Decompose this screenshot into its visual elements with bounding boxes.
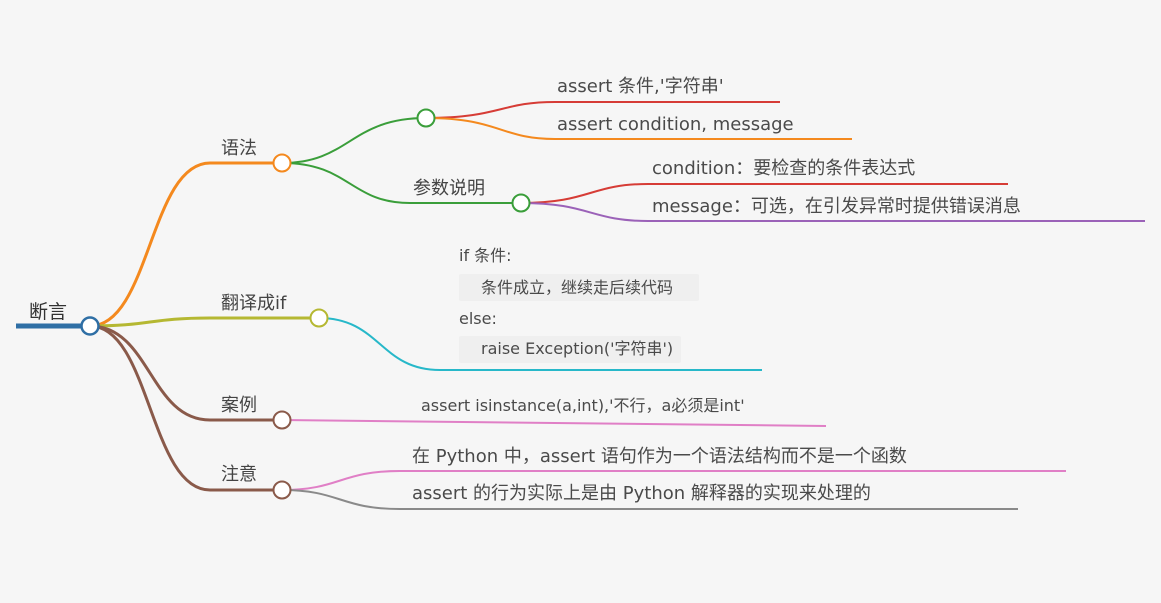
- param-leaf-message[interactable]: message：可选，在引发异常时提供错误消息: [652, 196, 1021, 217]
- link-example: [89, 324, 282, 422]
- link-syntax: [89, 161, 282, 328]
- link-form-a: [425, 101, 780, 119]
- link-note-a: [281, 470, 1066, 491]
- params-label[interactable]: 参数说明: [413, 178, 485, 199]
- root-label[interactable]: 断言: [29, 301, 68, 323]
- link-translate: [89, 316, 319, 328]
- syntax-node[interactable]: [272, 153, 292, 173]
- link-param-a: [520, 183, 1008, 204]
- syntax-label[interactable]: 语法: [221, 138, 257, 159]
- link-param-b: [520, 202, 1145, 222]
- translate-node[interactable]: [309, 308, 329, 328]
- link-syntax-forms: [281, 117, 427, 164]
- code-indent-bg-2: [459, 336, 681, 363]
- params-node[interactable]: [511, 193, 531, 213]
- note-leaf-interpreter[interactable]: assert 的行为实际上是由 Python 解释器的实现来处理的: [412, 483, 871, 504]
- code-line-body: 条件成立，继续走后续代码: [481, 278, 674, 297]
- code-line-if: if 条件:: [459, 246, 512, 265]
- notes-node[interactable]: [272, 480, 292, 500]
- link-translate-code: [318, 317, 762, 371]
- link-notes: [89, 324, 282, 492]
- param-leaf-condition[interactable]: condition：要检查的条件表达式: [652, 158, 916, 179]
- example-label[interactable]: 案例: [221, 395, 257, 416]
- code-line-raise: raise Exception('字符串'): [481, 339, 674, 358]
- note-leaf-syntax[interactable]: 在 Python 中，assert 语句作为一个语法结构而不是一个函数: [412, 446, 907, 467]
- root-node[interactable]: [80, 316, 100, 336]
- form-leaf-english[interactable]: assert condition, message: [557, 114, 794, 135]
- form-leaf-chinese[interactable]: assert 条件,'字符串': [557, 76, 724, 97]
- link-note-b: [281, 489, 1018, 510]
- example-node[interactable]: [272, 410, 292, 430]
- link-example-leaf: [281, 419, 827, 427]
- link-form-b: [425, 117, 852, 140]
- code-line-else: else:: [459, 309, 497, 328]
- forms-node[interactable]: [416, 108, 436, 128]
- example-leaf[interactable]: assert isinstance(a,int),'不行，a必须是int': [421, 396, 745, 415]
- translate-label[interactable]: 翻译成if: [221, 293, 287, 314]
- notes-label[interactable]: 注意: [221, 464, 257, 485]
- link-syntax-params: [281, 162, 521, 204]
- code-indent-bg-1: [459, 274, 699, 301]
